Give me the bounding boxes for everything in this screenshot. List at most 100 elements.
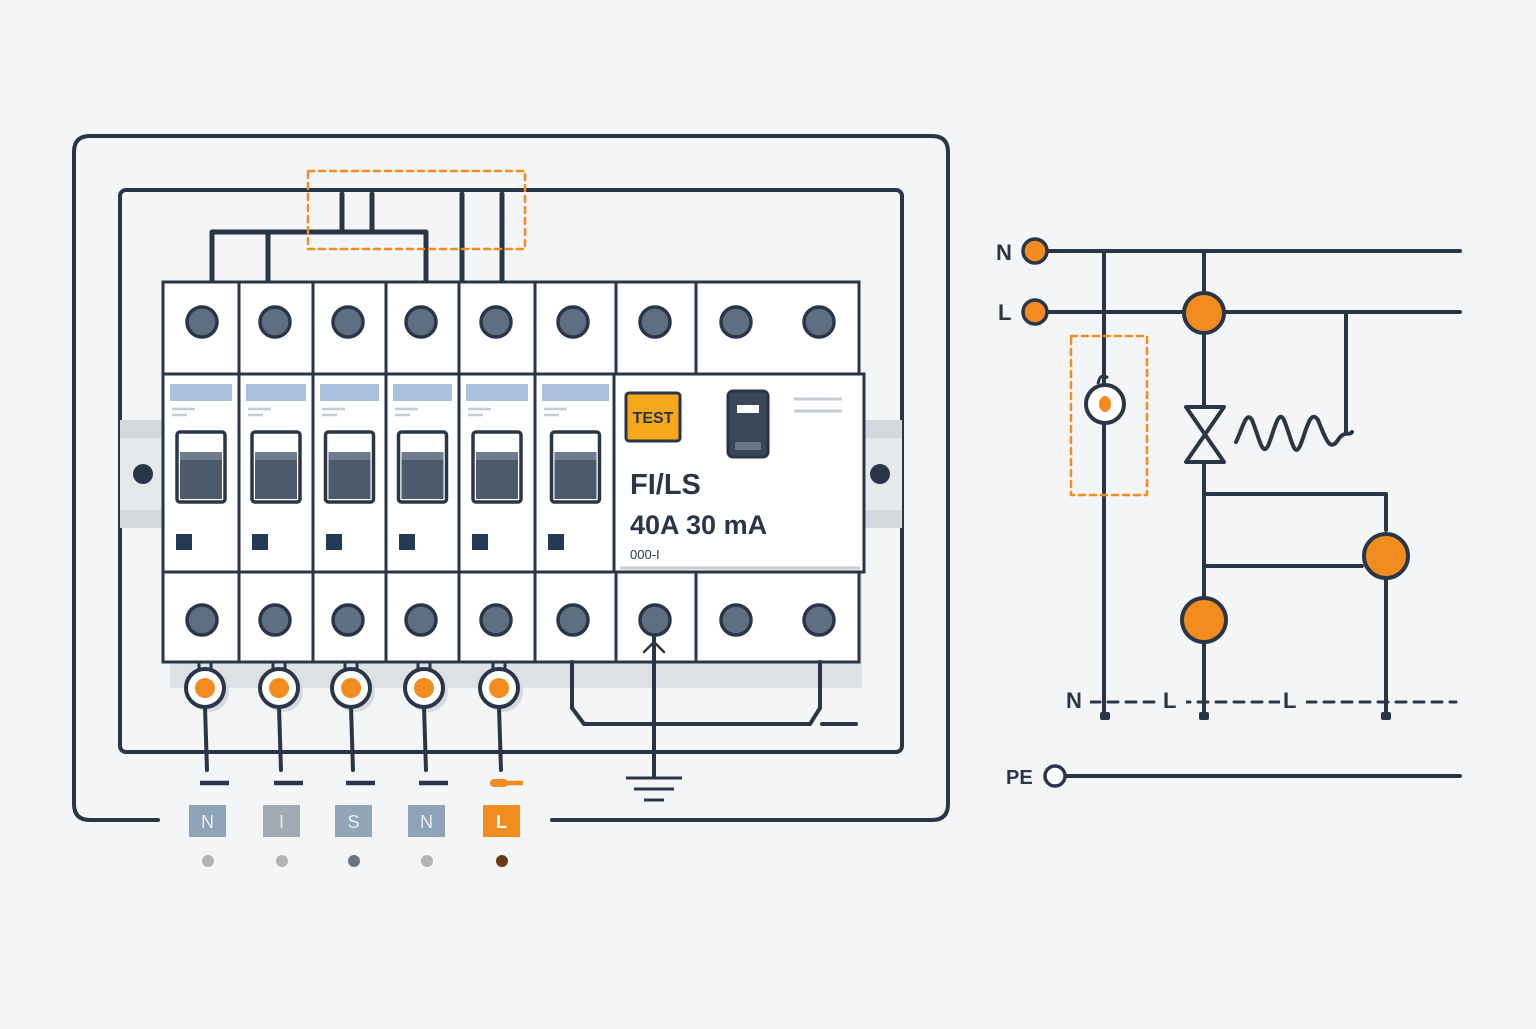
schematic-labels: N L PE N L L [996, 240, 1306, 789]
output-terminal-1: N [184, 662, 229, 867]
output-terminal-4: N [403, 662, 448, 867]
breaker-indicator [472, 534, 488, 550]
test-button-label: TEST [633, 410, 674, 427]
rcbo-title: FI/LS [630, 469, 701, 501]
l-terminal [1021, 298, 1049, 326]
output-label: N [420, 812, 433, 832]
breaker-toggle[interactable] [250, 430, 302, 504]
top-terminal-screw [556, 305, 590, 339]
rcbo-module: TEST FI/LS 40A 30 mA 000-I [612, 372, 866, 574]
top-terminal-screw [802, 305, 836, 339]
l-junction-node [1182, 291, 1226, 335]
bottom-label-l-2: L [1283, 688, 1296, 713]
rcbo-switch[interactable] [726, 389, 770, 459]
breaker-row [161, 372, 618, 574]
pe-terminal [1043, 764, 1067, 788]
bottom-label-l-1: L [1163, 688, 1176, 713]
load-node-right [1362, 532, 1410, 580]
breaker-toggle[interactable] [396, 430, 449, 504]
top-terminal-screw [185, 305, 219, 339]
bottom-terminal-screw [638, 603, 672, 637]
top-terminal-screw [404, 305, 438, 339]
bottom-label-n: N [1066, 688, 1082, 713]
output-label-chip [335, 805, 372, 837]
breaker-indicator [176, 534, 192, 550]
top-terminal-screw [331, 305, 365, 339]
breaker-label-bar [542, 384, 609, 401]
bottom-terminal-screw [185, 603, 219, 637]
breaker-toggle[interactable] [323, 430, 376, 504]
breaker-indicator [548, 534, 564, 550]
output-status-dot [202, 855, 214, 867]
rail-screw-left [133, 464, 153, 484]
output-terminal-5: L [478, 662, 523, 867]
output-terminal-2: I [258, 662, 303, 867]
busbar-wires [209, 191, 505, 285]
ground-symbol [626, 776, 682, 802]
breaker-indicator [326, 534, 342, 550]
output-terminal-3: S [330, 662, 375, 867]
breaker-toggle[interactable] [175, 430, 227, 504]
output-status-dot [496, 855, 508, 867]
output-label: L [496, 812, 507, 832]
bottom-terminal-block [161, 570, 861, 664]
circuit-breaker-6 [533, 372, 618, 574]
output-status-dot [348, 855, 360, 867]
pe-label: PE [1006, 767, 1033, 789]
bottom-terminal-screw [719, 603, 753, 637]
rcbo-code: 000-I [630, 547, 660, 562]
breaker-toggle[interactable] [549, 430, 602, 504]
top-terminal-screw [479, 305, 513, 339]
breaker-label-bar [246, 384, 306, 401]
breaker-label-bar [466, 384, 528, 401]
output-label: I [279, 812, 284, 832]
output-status-dot [421, 855, 433, 867]
rcbo-label-lines [794, 397, 842, 413]
load-node-center [1180, 596, 1228, 644]
rcbo-rating: 40A 30 mA [630, 510, 767, 540]
switch-symbol [1184, 405, 1226, 464]
top-terminal-screw [638, 305, 672, 339]
fuse-dashed-box [1069, 334, 1149, 497]
output-status-dot [276, 855, 288, 867]
enclosure-outer [72, 134, 950, 822]
output-label: S [347, 812, 359, 832]
breaker-label-bar [170, 384, 232, 401]
output-label-chip [263, 805, 300, 837]
busbar-dashed-box [306, 169, 527, 251]
output-terminal-dot [195, 678, 215, 698]
breaker-label-bar [320, 384, 379, 401]
coil-symbol [1234, 415, 1354, 452]
l-label: L [998, 300, 1011, 325]
circuit-breaker-5 [457, 372, 537, 574]
n-label: N [996, 240, 1012, 265]
top-terminal-screw [719, 305, 753, 339]
circuit-breaker-2 [237, 372, 315, 574]
test-button[interactable] [624, 391, 682, 443]
bottom-terminal-screw [258, 603, 292, 637]
output-wiring [570, 634, 858, 778]
schematic-nodes [1021, 237, 1410, 788]
bottom-terminal-screw [331, 603, 365, 637]
output-terminal-dot [489, 678, 509, 698]
output-label-chip [189, 805, 226, 837]
output-label-chip [483, 805, 520, 837]
schematic [1046, 249, 1462, 778]
bottom-terminal-screw [802, 603, 836, 637]
rail-screw-right [870, 464, 890, 484]
top-terminal-block [161, 280, 861, 378]
bottom-terminal-screw [479, 603, 513, 637]
circuit-breaker-3 [311, 372, 388, 574]
n-terminal [1021, 237, 1049, 265]
breaker-label-bar [393, 384, 452, 401]
breaker-toggle[interactable] [471, 430, 523, 504]
output-terminal-dot [269, 678, 289, 698]
circuit-breaker-4 [384, 372, 461, 574]
bottom-terminal-screw [404, 603, 438, 637]
breaker-indicator [399, 534, 415, 550]
output-label-chip [408, 805, 445, 837]
output-terminal-dot [414, 678, 434, 698]
